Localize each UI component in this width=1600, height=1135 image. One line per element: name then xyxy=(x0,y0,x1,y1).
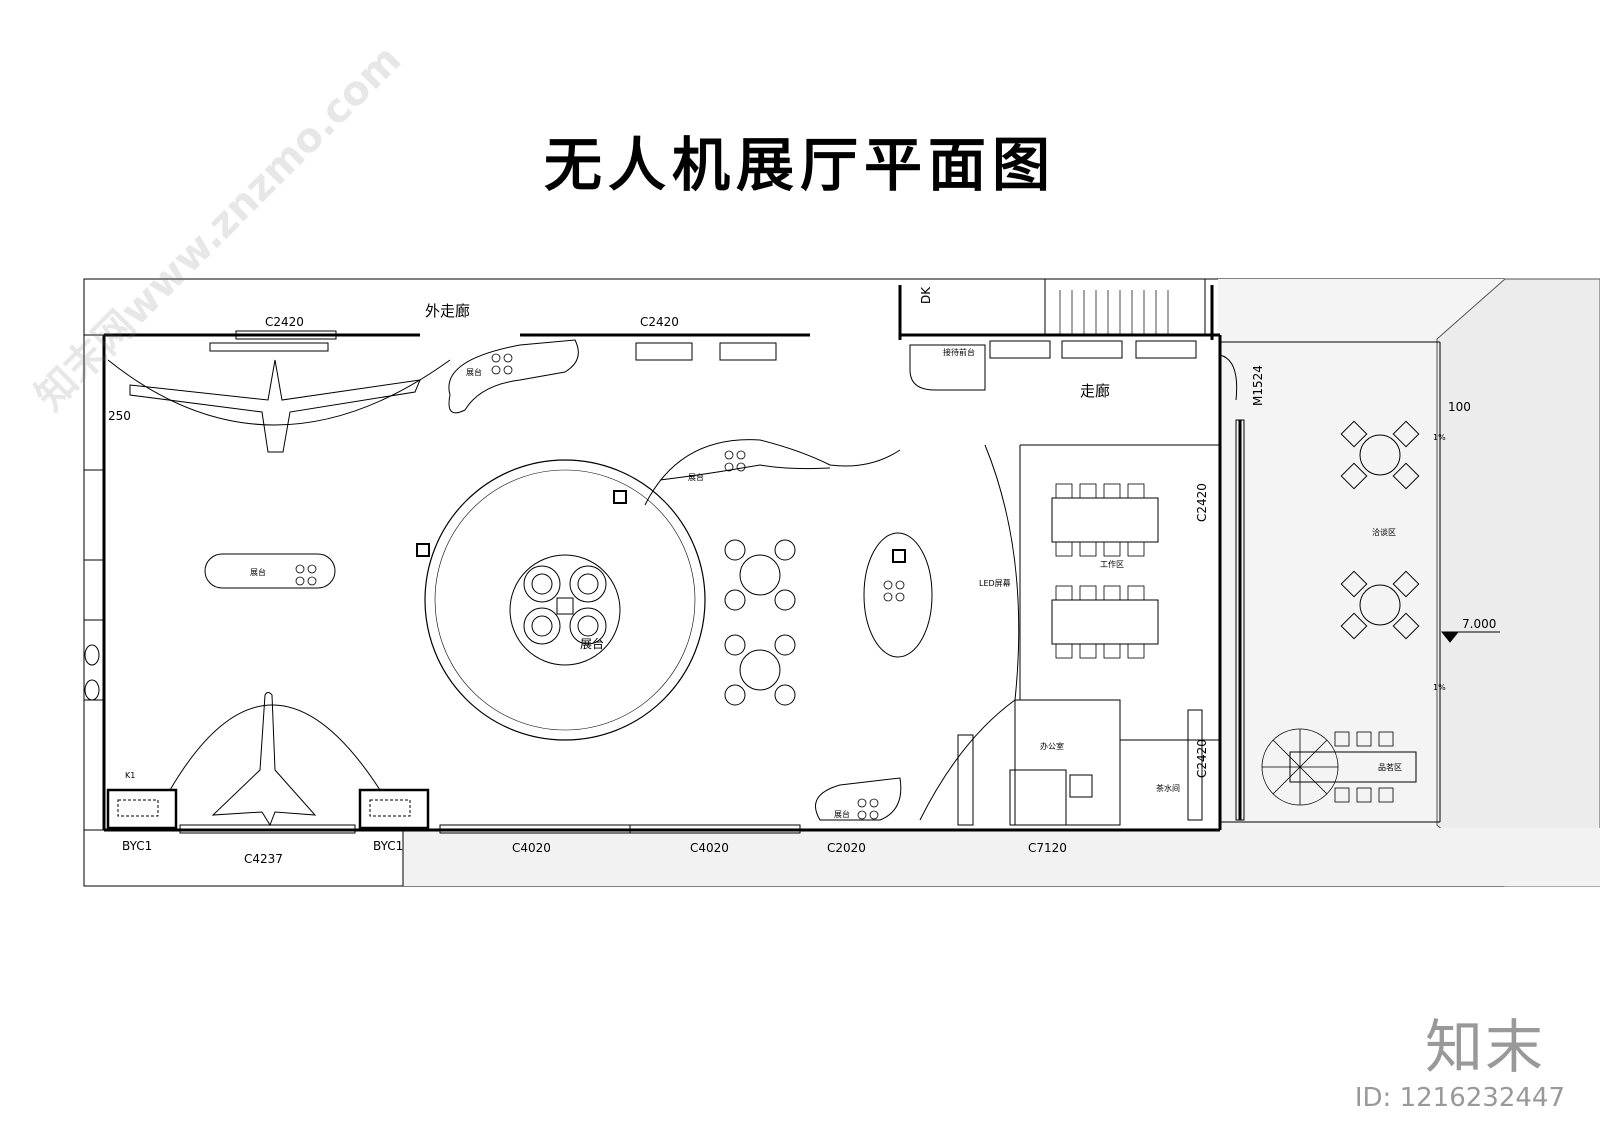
label-door-m1524: M1524 xyxy=(1251,365,1265,406)
label-c4020-b: C4020 xyxy=(690,841,729,855)
label-office: 办公室 xyxy=(1040,741,1064,751)
label-dim-250: 250 xyxy=(108,409,131,423)
label-k1: K1 xyxy=(125,771,135,780)
brand-logo: 知末 xyxy=(1424,1013,1545,1081)
label-stage-left: 展台 xyxy=(250,567,266,577)
label-work-area: 工作区 xyxy=(1100,559,1124,569)
label-byc1-right: BYC1 xyxy=(373,839,403,853)
aircraft-display-arc xyxy=(107,359,451,426)
label-c7120: C7120 xyxy=(1028,841,1067,855)
fixed-wing-aircraft-icon xyxy=(129,359,421,453)
work-table-2 xyxy=(1051,599,1159,645)
umbrella-icon xyxy=(1261,728,1339,806)
label-outer-corridor: 外走廊 xyxy=(425,302,470,320)
stage-bottom xyxy=(815,777,902,821)
oval-stage-right xyxy=(863,532,933,658)
label-stage-curve: 展台 xyxy=(466,367,482,377)
byc1-right-box xyxy=(358,788,430,830)
label-reception: 接待前台 xyxy=(943,347,975,357)
label-dim-100: 100 xyxy=(1448,400,1471,414)
quadcopter-drone-icon xyxy=(523,565,607,645)
plan-title: 无人机展厅平面图 xyxy=(543,131,1056,199)
label-level: 7.000 xyxy=(1462,617,1496,631)
negotiation-tables xyxy=(1340,420,1420,640)
label-slope-1: 1% xyxy=(1433,433,1446,442)
image-id: ID: 1216232447 xyxy=(1354,1083,1565,1113)
label-tea-room: 茶水间 xyxy=(1156,783,1180,793)
label-stage-bottom: 展台 xyxy=(834,809,850,819)
window-c2420-left xyxy=(235,330,337,340)
label-dk: DK xyxy=(919,286,933,304)
label-window-c2420-mid: C2420 xyxy=(640,315,679,329)
label-window-c2420-left: C2420 xyxy=(265,315,304,329)
office-room xyxy=(1014,699,1121,826)
label-byc1-left: BYC1 xyxy=(122,839,152,853)
label-stage-center: 展台 xyxy=(580,636,604,651)
central-drone-podium xyxy=(509,554,621,666)
led-screen-wall xyxy=(919,444,1020,821)
label-c4020-a: C4020 xyxy=(512,841,551,855)
label-window-c2420-right-2: C2420 xyxy=(1195,739,1209,778)
label-c2020: C2020 xyxy=(827,841,866,855)
central-round-stage xyxy=(424,459,706,741)
round-table-set xyxy=(724,539,796,706)
delta-wing-aircraft-icon xyxy=(211,692,317,827)
stage-curve-top-left xyxy=(448,339,579,414)
label-corridor: 走廊 xyxy=(1080,382,1110,400)
label-stage-top: 展台 xyxy=(688,472,704,482)
label-c4237: C4237 xyxy=(244,852,283,866)
work-table-1 xyxy=(1051,497,1159,543)
label-slope-2: 1% xyxy=(1433,683,1446,692)
label-led-screen: LED屏幕 xyxy=(979,578,1011,588)
label-negotiation: 洽谈区 xyxy=(1372,527,1396,537)
label-tasting: 品茗区 xyxy=(1378,762,1402,772)
aircraft-display-arc-bottom xyxy=(169,704,381,791)
oval-stage-left xyxy=(204,553,336,589)
reception-desk xyxy=(909,344,986,391)
window-c2420-right-lower xyxy=(1187,709,1203,821)
label-window-c2420-right-1: C2420 xyxy=(1195,483,1209,522)
byc1-left-box xyxy=(106,788,178,830)
wave-stage xyxy=(644,439,901,506)
